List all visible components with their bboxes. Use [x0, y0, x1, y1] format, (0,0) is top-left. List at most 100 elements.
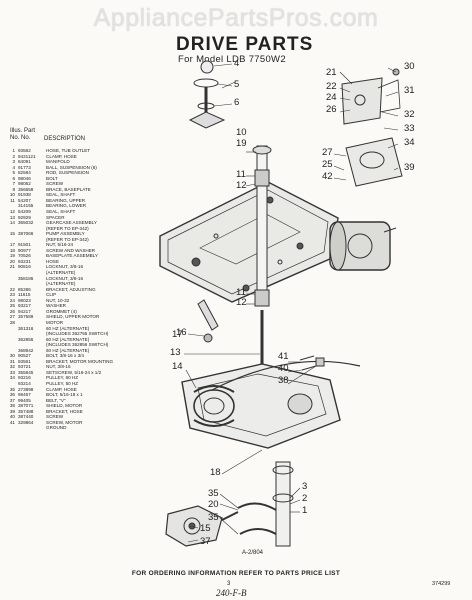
drive-shaft — [252, 145, 272, 368]
callout-label: 34 — [404, 137, 415, 148]
callout-label: 15 — [200, 523, 211, 534]
part-number: 387071 — [18, 403, 34, 409]
part-illus-number: 19 — [9, 253, 15, 259]
part-illus-number: 23 — [9, 292, 15, 298]
illus-part-heading: Illus. Part — [10, 128, 36, 134]
part-description: PULLEY, 50 HZ — [46, 380, 79, 386]
part-number: 98062 — [18, 181, 31, 187]
callout-label: 5 — [234, 79, 240, 90]
part-number: 356658 — [18, 186, 34, 192]
callout-label: 33 — [404, 123, 415, 134]
callout-label: 31 — [404, 85, 415, 96]
part-illus-number: 33 — [9, 369, 15, 375]
drive-belt — [211, 360, 361, 391]
part-number: 94217 — [18, 308, 31, 314]
part-description: BALL, SUSPENSION (6) — [46, 164, 97, 170]
callout-label: 42 — [322, 171, 333, 182]
part-illus-number: 1 — [12, 148, 15, 153]
part-description: (INCLUDES 362856 SWITCH) — [46, 342, 109, 348]
part-number: 355845 — [18, 369, 34, 375]
part-number: 90816 — [18, 264, 31, 270]
callout-label: 40 — [278, 363, 289, 374]
callout-label: 12 — [236, 297, 247, 308]
callout-label: 32 — [404, 109, 415, 120]
part-number: 82584 — [18, 170, 31, 176]
callout-label: 30 — [404, 61, 415, 72]
parts-list-row: (REFER TO EP-342) — [4, 237, 164, 243]
callout-label: 21 — [326, 67, 337, 78]
callout-label: 16 — [176, 327, 187, 338]
parts-list-row: (ALTERNATE) — [4, 281, 164, 287]
part-illus-number: 24 — [9, 297, 15, 303]
part-description: (REFER TO EP-342) — [46, 236, 89, 242]
part-description: BRACKET, ADJUSTING — [46, 286, 96, 292]
part-number: 98467 — [18, 392, 31, 398]
callout-label: 2 — [302, 493, 308, 504]
part-description: BOLT, 5/16-18 x 1 — [46, 392, 83, 398]
part-illus-number: 25 — [9, 303, 15, 309]
part-description: MANIFOLD — [46, 159, 70, 165]
callout-label: 13 — [170, 347, 181, 358]
callout-label: 24 — [326, 92, 337, 103]
motor — [329, 137, 403, 271]
part-description: BOLT, 3/8-16 x 3/4 — [46, 353, 84, 359]
callout-label: 17 — [172, 329, 183, 340]
part-illus-number: 41 — [9, 419, 15, 425]
part-number: 91938 — [18, 192, 31, 198]
callout-label: 11 — [236, 287, 246, 298]
callout-label: 41 — [278, 351, 289, 362]
part-number: 273898 — [18, 386, 34, 392]
manifold-and-hose — [237, 461, 294, 547]
callout-label: 26 — [326, 104, 337, 115]
part-illus-number: 10 — [9, 192, 15, 198]
part-description: PULLEY, 60 HZ — [46, 375, 79, 381]
part-description: GROMMET (4) — [46, 308, 77, 314]
part-description: 60 HZ (ALTERNATE) — [46, 325, 90, 331]
part-description: (INCLUDES 362755 SWITCH) — [46, 331, 109, 337]
part-illus-number: 17 — [9, 242, 15, 248]
part-illus-number: 30 — [9, 353, 15, 359]
part-description: ROD, SUSPENSION — [46, 170, 89, 176]
part-illus-number: 4 — [12, 164, 15, 170]
part-description: SEAL, SHAFT — [46, 209, 76, 215]
part-description: SETSCREW, 5/16-24 x 1/2 — [46, 369, 102, 375]
part-description: CLIP — [46, 292, 57, 298]
no-no-heading: No. No. — [10, 135, 31, 141]
motor-screws — [299, 355, 325, 371]
part-number: 93217 — [18, 303, 31, 309]
model-subtitle: For Model LDB 7750W2 — [178, 54, 286, 65]
part-description: GEARCASE ASSEMBLY — [46, 220, 97, 226]
callout-label: 27 — [322, 147, 333, 158]
part-illus-number: 7 — [12, 181, 15, 187]
part-number: 387440 — [18, 414, 34, 420]
part-illus-number: 34 — [9, 375, 15, 381]
ordering-footer: FOR ORDERING INFORMATION REFER TO PARTS … — [131, 570, 341, 577]
callout-label: 1 — [302, 505, 308, 516]
callout-label: 39 — [404, 162, 415, 173]
callout-label: 35 — [208, 512, 219, 523]
part-description: CLAMP, HOSE — [46, 153, 77, 159]
part-description: LOCKNUT, 3/8-16 — [46, 264, 84, 270]
part-number: 84091 — [18, 159, 31, 165]
part-illus-number: 22 — [9, 286, 15, 292]
